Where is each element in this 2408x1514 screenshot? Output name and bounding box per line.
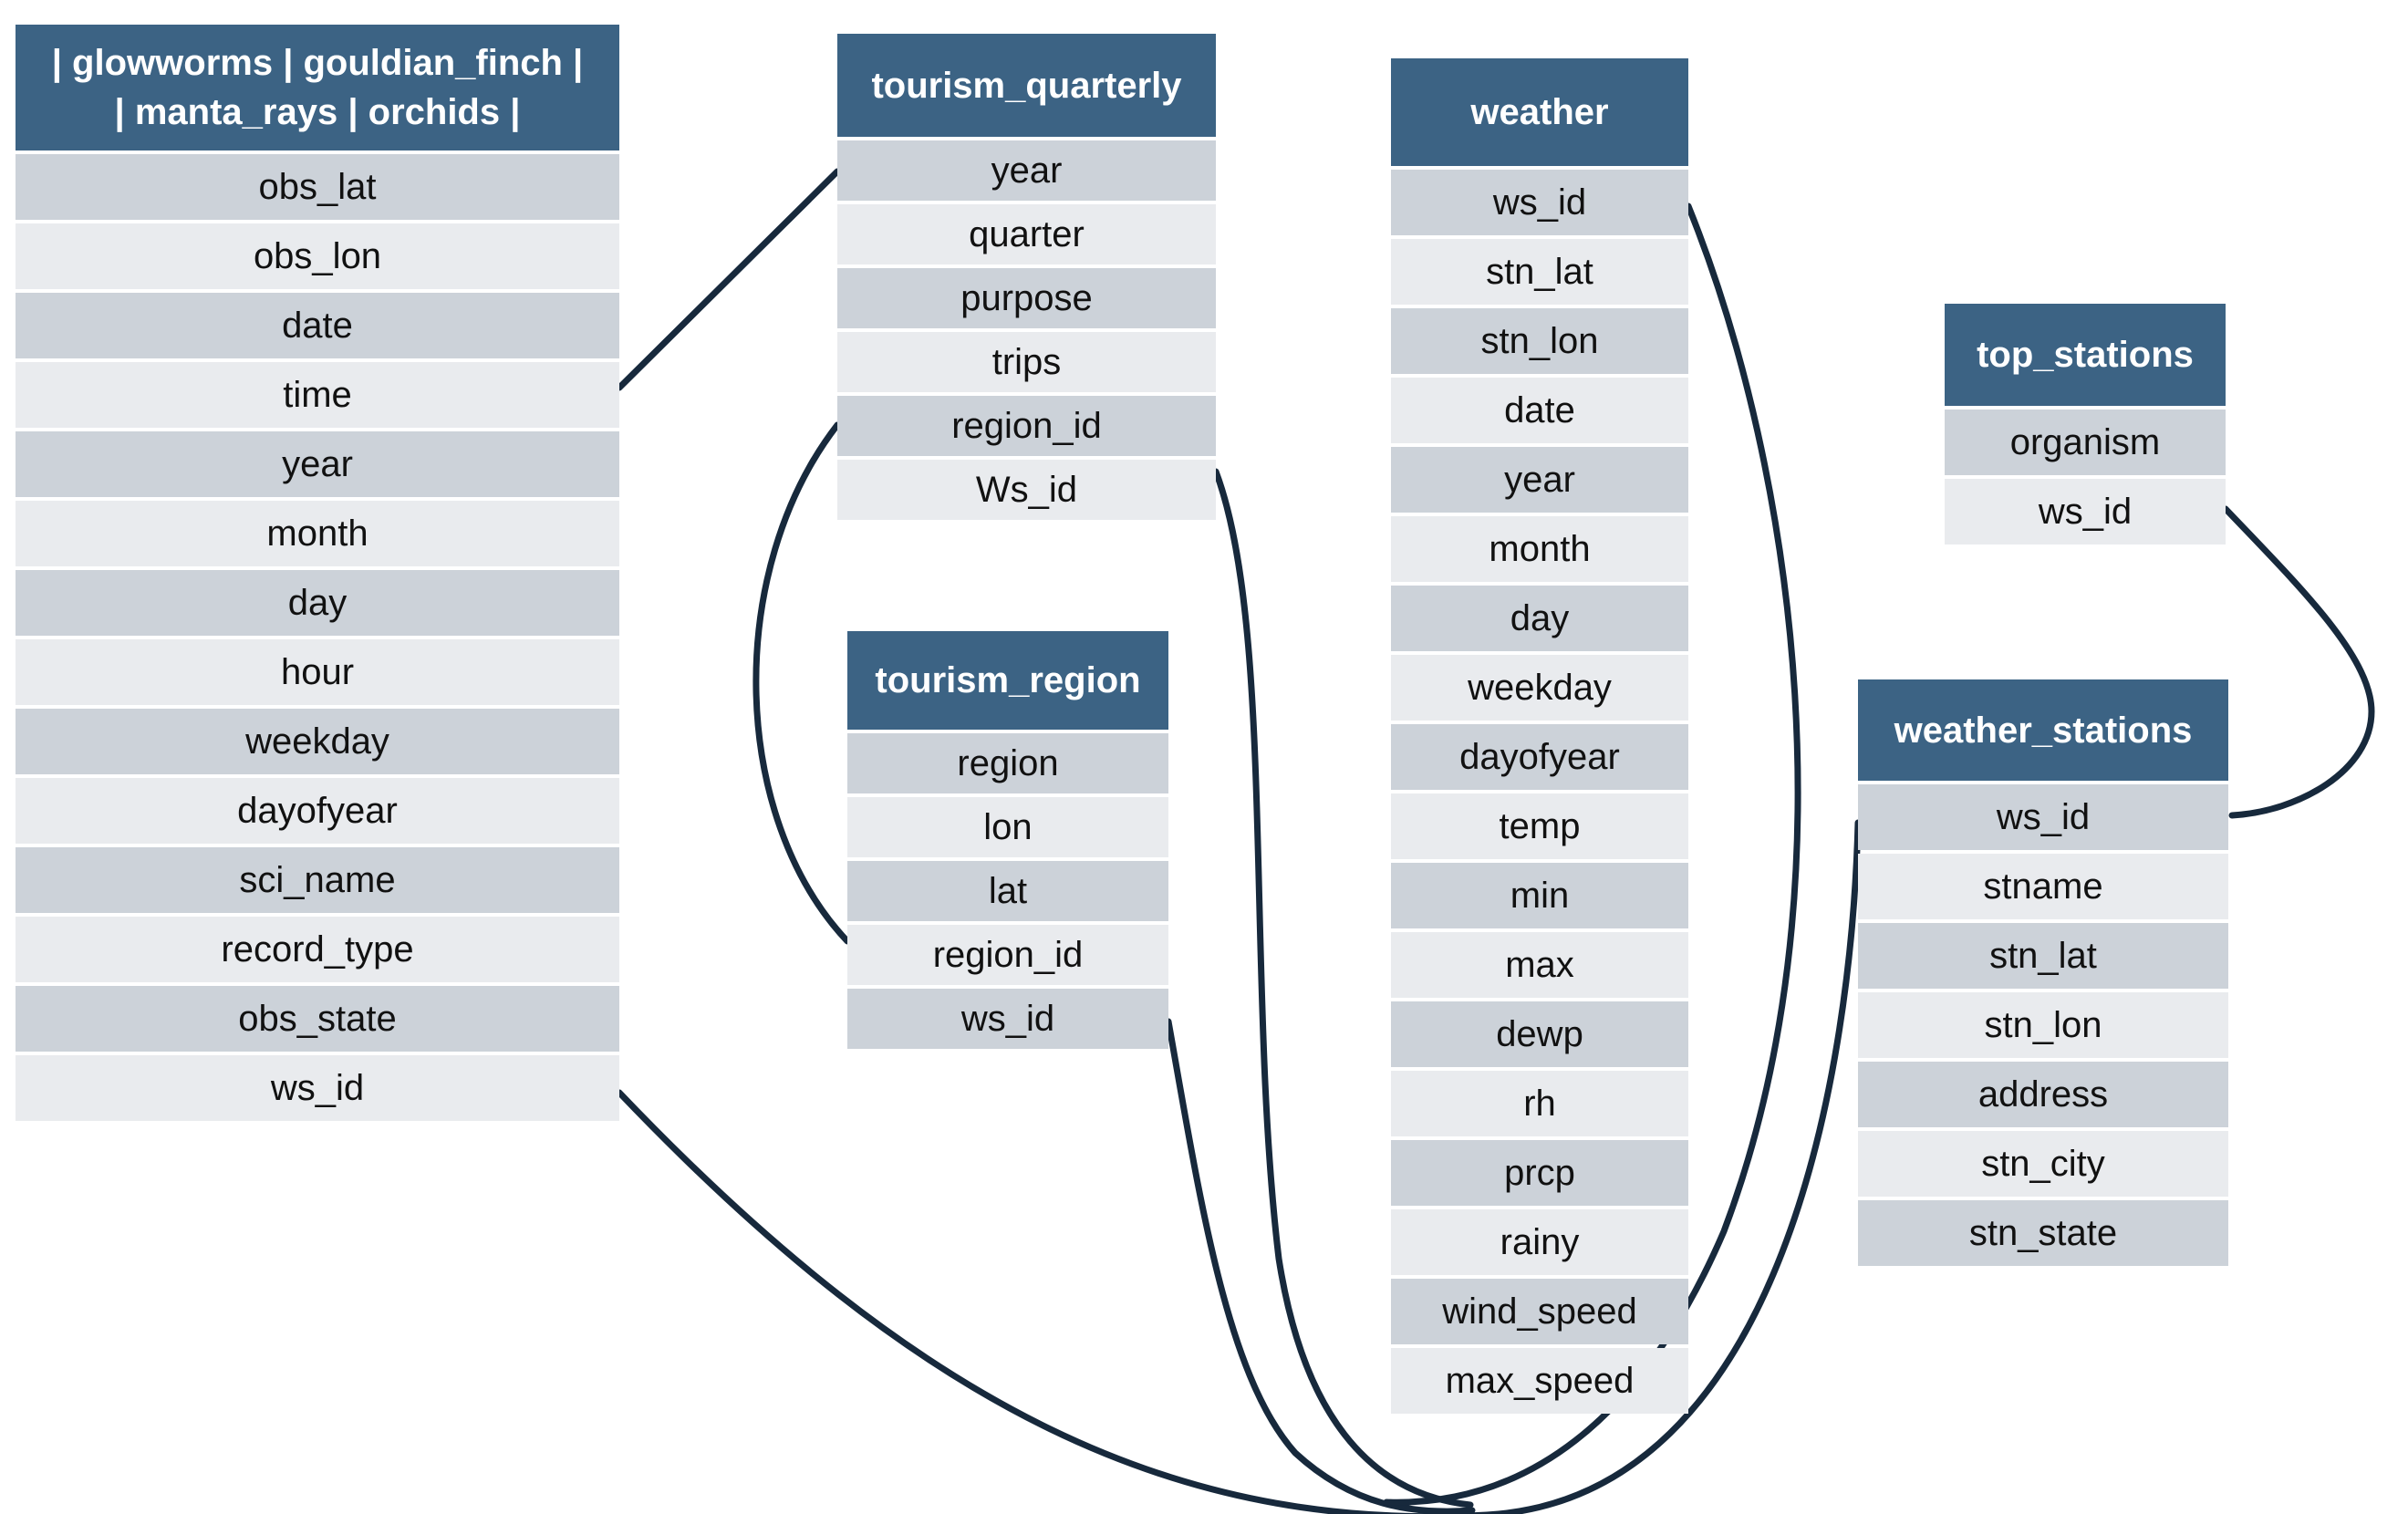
field-row-dewp: dewp [1391, 1001, 1688, 1067]
field-row-sci_name: sci_name [16, 847, 619, 913]
table-title: tourism_quarterly [837, 34, 1216, 137]
field-row-record_type: record_type [16, 917, 619, 982]
field-row-address: address [1858, 1062, 2228, 1127]
field-row-Ws_id: Ws_id [837, 460, 1216, 520]
field-row-wind_speed: wind_speed [1391, 1279, 1688, 1344]
connector-top_stations-ws_id-weather_stations-ws_id [2222, 505, 2375, 819]
field-row-ws_id: ws_id [1391, 170, 1688, 235]
field-row-lat: lat [847, 861, 1168, 921]
field-row-rainy: rainy [1391, 1209, 1688, 1275]
field-row-year: year [16, 431, 619, 497]
field-row-organism: organism [1945, 410, 2226, 475]
field-row-rh: rh [1391, 1071, 1688, 1136]
table-title: weather [1391, 58, 1688, 166]
field-row-day: day [16, 570, 619, 636]
field-row-region_id: region_id [847, 925, 1168, 985]
field-row-ws_id: ws_id [16, 1055, 619, 1121]
field-row-stn_lon: stn_lon [1858, 992, 2228, 1058]
field-row-year: year [1391, 447, 1688, 513]
field-row-month: month [1391, 516, 1688, 582]
field-row-ws_id: ws_id [1858, 784, 2228, 850]
field-row-dayofyear: dayofyear [1391, 724, 1688, 790]
field-row-ws_id: ws_id [847, 989, 1168, 1049]
field-row-year: year [837, 140, 1216, 201]
table-title: weather_stations [1858, 679, 2228, 781]
field-row-weekday: weekday [1391, 655, 1688, 721]
field-row-date: date [16, 293, 619, 358]
field-row-max: max [1391, 932, 1688, 998]
field-row-hour: hour [16, 639, 619, 705]
field-row-date: date [1391, 378, 1688, 443]
field-row-ws_id: ws_id [1945, 479, 2226, 544]
field-row-purpose: purpose [837, 268, 1216, 328]
field-row-obs_state: obs_state [16, 986, 619, 1052]
field-row-dayofyear: dayofyear [16, 778, 619, 844]
connector-observations-ws_id-weather_stations-ws_id [616, 819, 1862, 1514]
table-title: | glowworms | gouldian_finch | | manta_r… [16, 25, 619, 150]
field-row-stn_state: stn_state [1858, 1200, 2228, 1266]
table-title: top_stations [1945, 304, 2226, 406]
field-row-trips: trips [837, 332, 1216, 392]
connector-observations-time-tourism_quarterly-year [616, 168, 841, 391]
field-row-stn_lat: stn_lat [1391, 239, 1688, 305]
field-row-weekday: weekday [16, 709, 619, 774]
field-row-prcp: prcp [1391, 1140, 1688, 1206]
field-row-region_id: region_id [837, 396, 1216, 456]
field-row-max_speed: max_speed [1391, 1348, 1688, 1414]
connector-tourism_region-ws_id-weather_stations-ws_id [1165, 1018, 1476, 1514]
field-row-stn_lat: stn_lat [1858, 923, 2228, 989]
connector-tourism_quarterly-Ws_id-weather_stations-ws_id [1212, 468, 1474, 1509]
field-row-stn_lon: stn_lon [1391, 308, 1688, 374]
table-title: tourism_region [847, 631, 1168, 730]
field-row-stn_city: stn_city [1858, 1131, 2228, 1197]
field-row-obs_lat: obs_lat [16, 154, 619, 220]
field-row-obs_lon: obs_lon [16, 223, 619, 289]
field-row-min: min [1391, 863, 1688, 928]
field-row-region: region [847, 733, 1168, 793]
connector-tourism_quarterly-region_id-tourism_region-region_id [752, 421, 851, 945]
field-row-time: time [16, 362, 619, 428]
field-row-quarter: quarter [837, 204, 1216, 264]
field-row-day: day [1391, 586, 1688, 651]
table-observations: | glowworms | gouldian_finch | | manta_r… [16, 25, 619, 1125]
field-row-temp: temp [1391, 793, 1688, 859]
field-row-lon: lon [847, 797, 1168, 857]
connector-weather-ws_id-weather_stations-ws_id [1383, 202, 1801, 1506]
field-row-stname: stname [1858, 854, 2228, 919]
field-row-month: month [16, 501, 619, 566]
